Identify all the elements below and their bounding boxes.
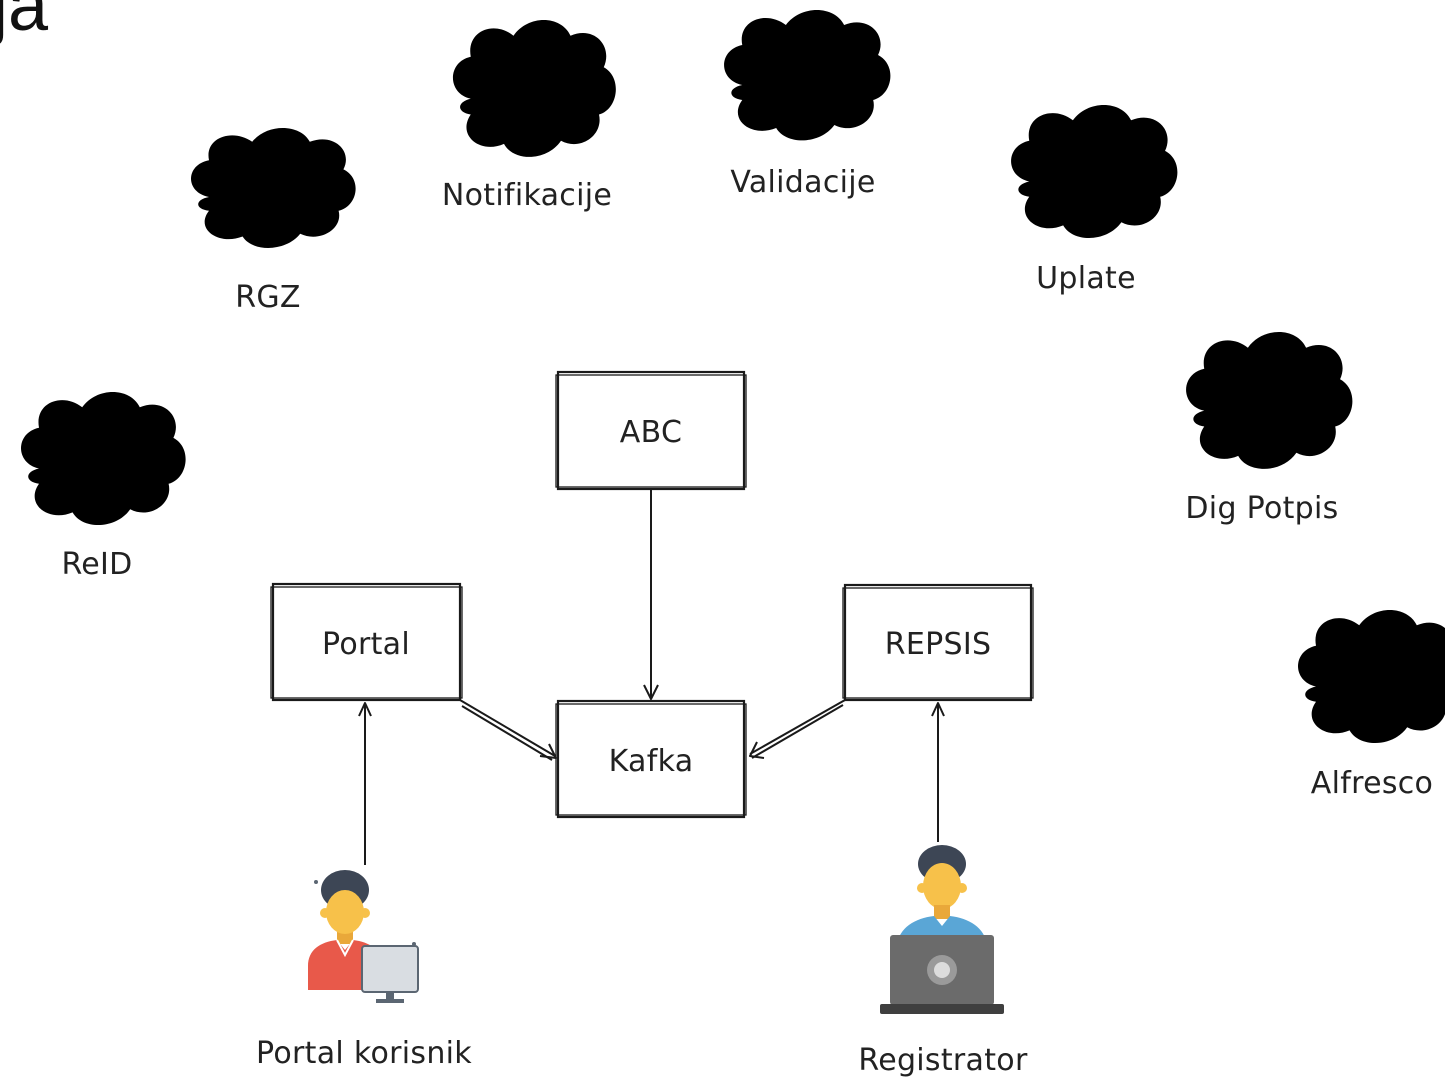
edge-abc-to-kafka xyxy=(643,489,659,700)
actor-label-registrator: Registrator xyxy=(858,1043,1028,1078)
box-label-portal: Portal xyxy=(322,627,410,662)
portal-user-icon xyxy=(308,870,419,1003)
box-label-kafka: Kafka xyxy=(609,744,694,779)
box-abc xyxy=(555,370,747,491)
cloud-dig-potpis xyxy=(1186,332,1356,473)
edge-registrator-to-repsis xyxy=(931,702,945,842)
box-kafka xyxy=(555,699,747,819)
page-heading: ja xyxy=(0,0,49,46)
cloud-notifikacije xyxy=(452,20,619,161)
cloud-label-validacije: Validacije xyxy=(730,165,875,200)
edge-portal-to-kafka xyxy=(459,699,557,761)
box-label-repsis: REPSIS xyxy=(885,627,992,662)
box-portal xyxy=(270,582,463,702)
box-label-abc: ABC xyxy=(620,415,682,450)
cloud-label-alfresco: Alfresco xyxy=(1311,766,1433,801)
actor-label-portal-korisnik: Portal korisnik xyxy=(256,1036,472,1071)
cloud-label-notifikacije: Notifikacije xyxy=(442,178,612,213)
cloud-label-rgz: RGZ xyxy=(235,280,301,315)
cloud-validacije xyxy=(724,10,894,144)
cloud-rgz xyxy=(191,128,359,251)
cloud-label-uplate: Uplate xyxy=(1036,261,1136,296)
registrator-icon xyxy=(880,845,1004,1014)
box-repsis xyxy=(842,583,1034,702)
cloud-uplate xyxy=(1011,105,1181,242)
cloud-reid xyxy=(21,392,189,529)
edge-repsis-to-kafka xyxy=(749,699,846,759)
edge-portal-korisnik-to-portal xyxy=(358,702,372,865)
cloud-alfresco xyxy=(1298,610,1445,747)
cloud-label-dig-potpis: Dig Potpis xyxy=(1185,491,1338,526)
cloud-label-reid: ReID xyxy=(61,547,132,582)
